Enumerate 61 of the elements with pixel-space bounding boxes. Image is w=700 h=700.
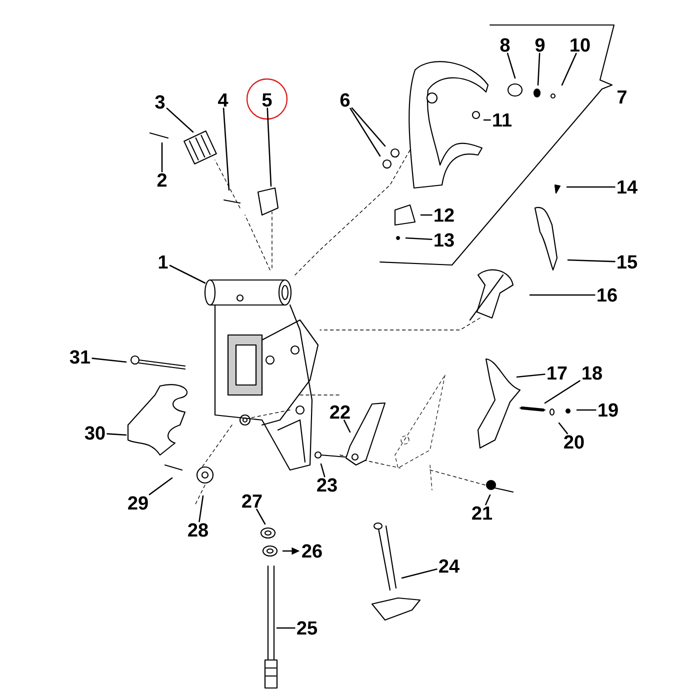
leader-line [106,433,127,436]
leader-line [420,214,432,216]
callout-number: 22 [330,405,350,419]
callout-number: 6 [340,93,350,107]
callout-number: 19 [598,403,618,417]
leader-line [544,380,580,404]
callout-number: 31 [70,350,90,364]
callout-number: 18 [582,366,602,380]
callout-number: 28 [188,523,208,537]
leader-line [516,374,546,378]
leader-line [529,294,596,296]
callout-number: 1 [158,255,168,269]
callout-number: 20 [564,435,584,449]
leader-line [566,186,616,188]
callout-number: 16 [598,288,617,302]
callout-number: 8 [500,38,510,52]
leader-line [166,108,194,133]
callout-number: 11 [493,113,512,127]
callout-number: 3 [155,95,165,109]
leader-line [320,463,326,478]
callout-number: 15 [618,255,638,269]
callout-number: 29 [128,496,148,510]
leader-line [351,107,386,147]
leader-line [148,477,173,496]
leader-line [92,358,127,363]
leader-line [266,108,272,187]
leader-line [198,495,204,522]
callout-number: 21 [472,506,492,520]
leader-line [161,142,163,172]
callout-number: 17 [548,366,567,380]
callout-number: 12 [434,208,454,222]
leader-line [256,508,266,525]
callout-number: 27 [242,494,262,508]
leader-line [558,422,568,434]
callout-number: 23 [317,478,337,492]
callout-number: 2 [157,173,167,187]
leader-line [222,108,230,191]
leader-line [576,409,596,411]
leader-line [561,52,577,86]
leader-line [483,119,491,121]
leader-line [567,259,616,262]
callout-number: 30 [84,426,105,440]
callout-number: 14 [618,180,638,194]
callout-number: 26 [302,544,322,558]
leader-line [276,627,296,629]
callout-number: 9 [535,38,545,52]
leader-line [350,108,381,157]
callout-number: 5 [262,93,272,107]
callout-number: 4 [218,93,228,107]
callout-number: 7 [618,90,626,104]
leader-line [537,52,540,86]
callout-number: 10 [570,38,590,52]
leader-line [506,52,516,79]
leader-line [405,237,432,240]
leader-line [169,264,206,284]
callout-number: 24 [439,559,460,573]
leader-line [344,420,351,433]
callout-number: 13 [434,233,454,247]
leader-line [401,568,438,579]
callout-number: 25 [297,621,318,635]
leader-line [485,494,491,506]
